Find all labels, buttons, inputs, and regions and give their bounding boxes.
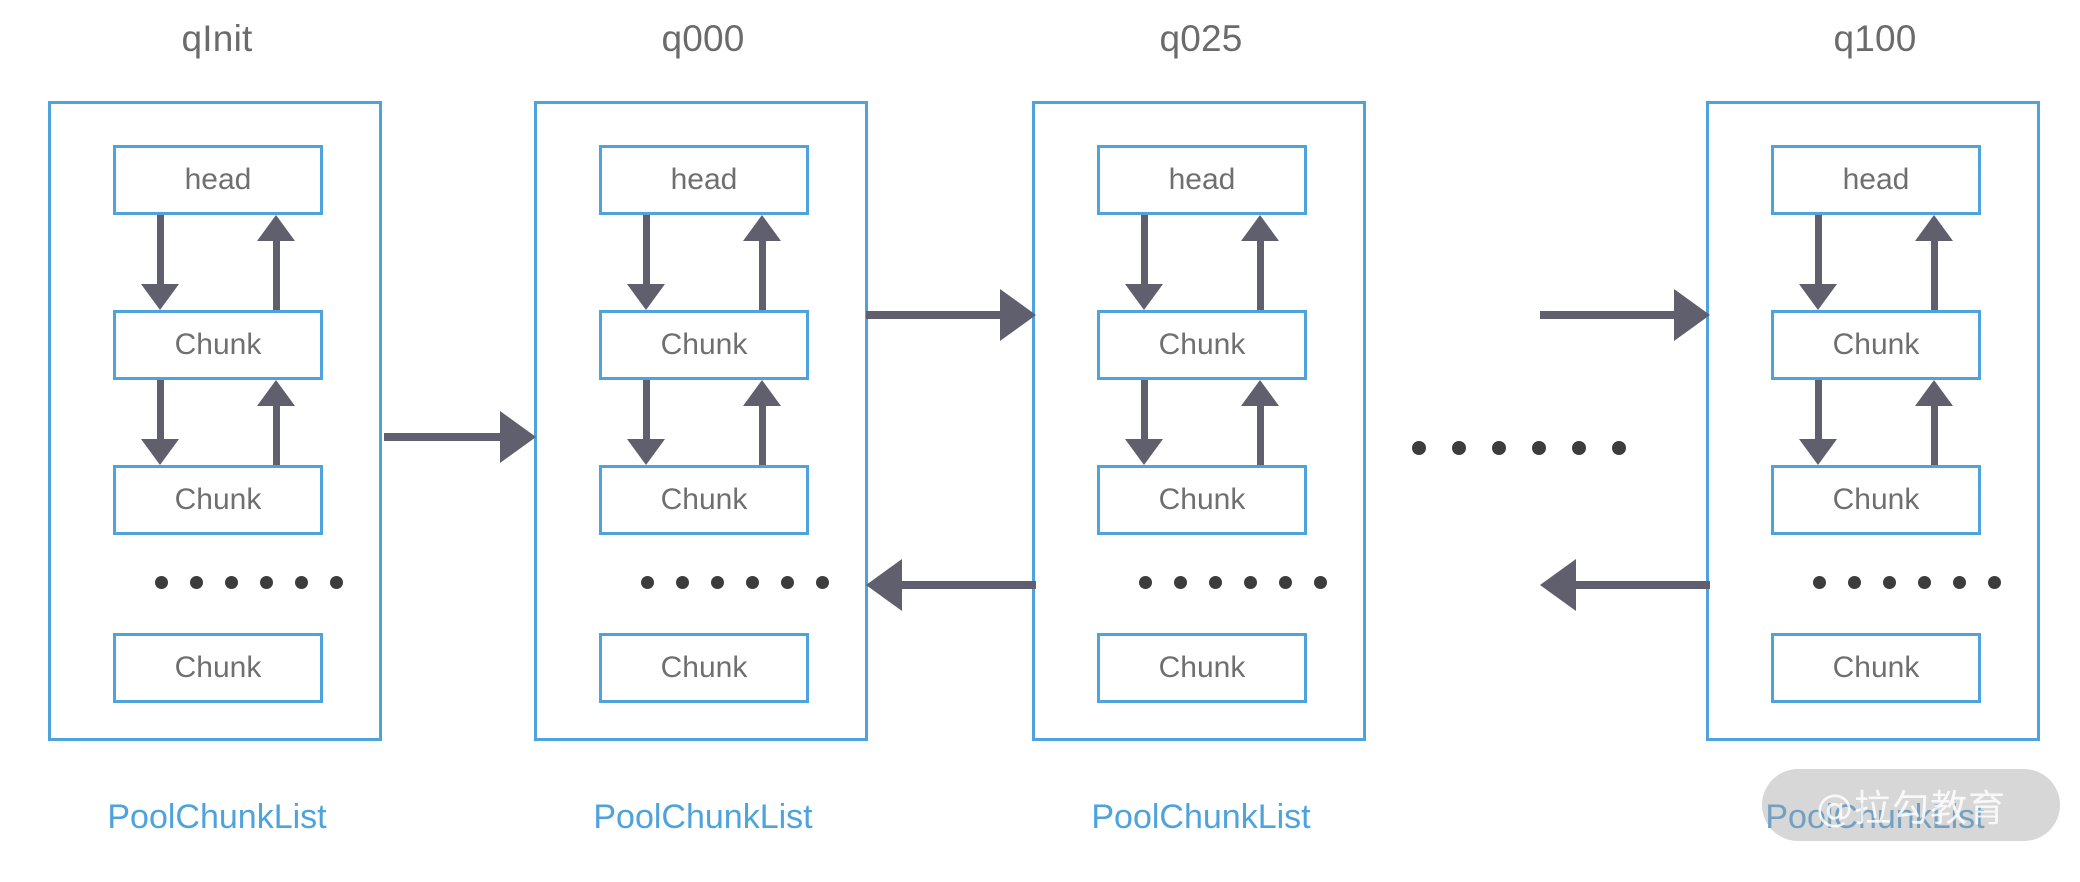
node-head[interactable]: head [1771,145,1981,215]
node-chunk-1[interactable]: Chunk [599,310,809,380]
watermark-text: @拉勾教育 [1816,787,2006,830]
node-chunk-1[interactable]: Chunk [113,310,323,380]
inner-ellipsis-icon [1813,576,2001,589]
column-q100: q100 head Chunk Chunk Chunk PoolChun [1706,0,2044,882]
connector-qinit-to-q000-right-arrow-icon [384,411,536,463]
column-q000: q000 head Chunk Chunk Chunk PoolChun [534,0,872,882]
node-chunk-3[interactable]: Chunk [599,633,809,703]
inner-ellipsis-icon [641,576,829,589]
column-title-q025: q025 [1159,18,1243,59]
column-label-q100: PoolChunkList [1765,798,1985,836]
node-chunk-2[interactable]: Chunk [1771,465,1981,535]
node-chunk-1[interactable]: Chunk [1097,310,1307,380]
column-q025: q025 head Chunk Chunk Chunk PoolChun [1032,0,1370,882]
node-head[interactable]: head [599,145,809,215]
inner-ellipsis-icon [1139,576,1327,589]
poolchunklist-container-qinit[interactable]: head Chunk Chunk Chunk [48,101,382,741]
node-chunk-2[interactable]: Chunk [113,465,323,535]
node-chunk-1[interactable]: Chunk [1771,310,1981,380]
poolchunklist-container-q000[interactable]: head Chunk Chunk Chunk [534,101,868,741]
column-title-q000: q000 [661,18,745,59]
column-label-qinit: PoolChunkList [107,798,327,836]
connector-q100-to-gap-left-arrow-icon [1540,559,1710,611]
column-label-q000: PoolChunkList [593,798,813,836]
node-chunk-3[interactable]: Chunk [113,633,323,703]
watermark-badge: @拉勾教育 [1762,769,2060,841]
column-title-q100: q100 [1833,18,1917,59]
node-chunk-3[interactable]: Chunk [1097,633,1307,703]
node-chunk-3[interactable]: Chunk [1771,633,1981,703]
poolchunklist-container-q100[interactable]: head Chunk Chunk Chunk [1706,101,2040,741]
node-chunk-2[interactable]: Chunk [599,465,809,535]
column-title-qinit: qInit [181,18,253,59]
connector-gap-to-q100-right-arrow-icon [1540,289,1710,341]
column-qinit: qInit head Chunk Chunk Chunk PoolChu [48,0,386,882]
connector-q025-to-q000-left-arrow-icon [866,559,1036,611]
node-head[interactable]: head [113,145,323,215]
column-label-q025: PoolChunkList [1091,798,1311,836]
middle-ellipsis-icon [1412,441,1626,455]
node-chunk-2[interactable]: Chunk [1097,465,1307,535]
inner-ellipsis-icon [155,576,343,589]
connector-q000-to-q025-right-arrow-icon [866,289,1036,341]
node-head[interactable]: head [1097,145,1307,215]
poolchunklist-container-q025[interactable]: head Chunk Chunk Chunk [1032,101,1366,741]
